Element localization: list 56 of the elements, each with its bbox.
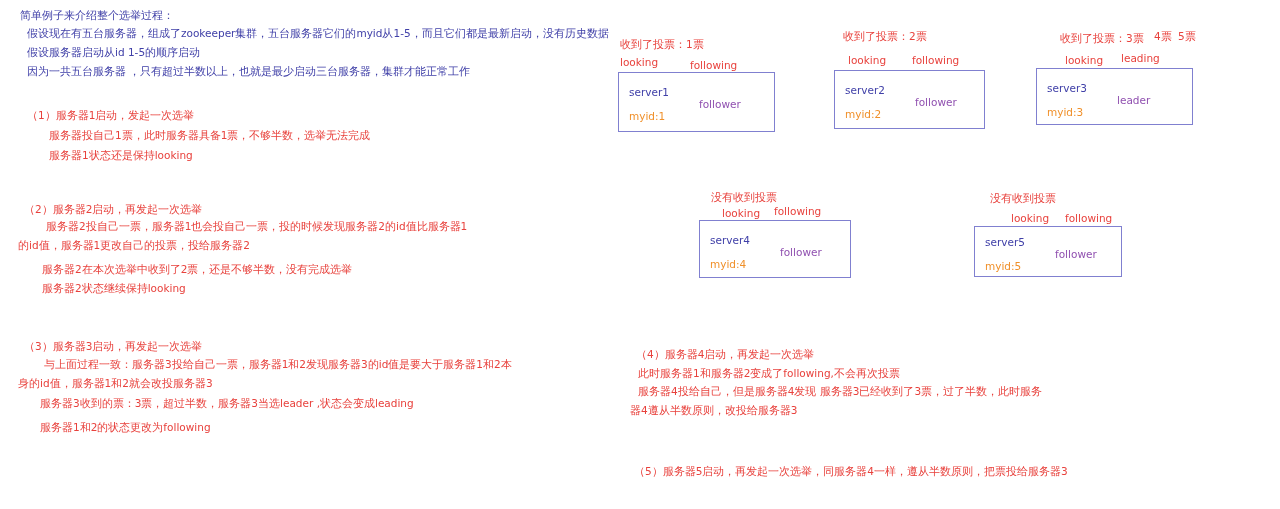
- role-label: follower: [915, 95, 957, 109]
- vote-note: 4票: [1154, 29, 1172, 43]
- vote-note: 没有收到投票: [711, 190, 777, 204]
- myid-label: myid:1: [629, 109, 666, 123]
- server-name: server1: [629, 85, 669, 99]
- role-label: follower: [780, 245, 822, 259]
- state-label: looking: [620, 55, 659, 69]
- state-label: following: [690, 58, 738, 72]
- state-label: looking: [848, 53, 887, 67]
- step-heading: （2）服务器2启动，再发起一次选举: [24, 202, 203, 216]
- vote-note: 收到了投票：1票: [620, 37, 704, 51]
- server-name: server5: [985, 235, 1025, 249]
- note-text: 服务器3收到的票：3票，超过半数，服务器3当选leader ,状态会变成leading: [40, 396, 414, 410]
- note-text: 与上面过程一致：服务器3投给自己一票，服务器1和2发现服务器3的id值是要大于服务器1和2本身的id值，服务器1和2就会改投服务器3: [18, 357, 513, 391]
- vote-note: 没有收到投票: [990, 191, 1056, 205]
- server-box: [834, 70, 985, 129]
- vote-note: 5票: [1178, 29, 1196, 43]
- note-text: 服务器1和2的状态更改为following: [40, 420, 211, 434]
- note-text: 服务器1状态还是保持looking: [49, 148, 193, 162]
- step-heading: （1）服务器1启动，发起一次选举: [27, 108, 195, 122]
- title-text: 简单例子来介绍整个选举过程：: [20, 8, 174, 22]
- state-label: leading: [1121, 51, 1160, 65]
- role-label: follower: [699, 97, 741, 111]
- role-label: follower: [1055, 247, 1097, 261]
- server-box: [974, 226, 1122, 277]
- note-text: 此时服务器1和服务器2变成了following,不会再次投票: [638, 366, 900, 380]
- state-label: following: [1065, 211, 1113, 225]
- vote-note: 收到了投票：3票: [1060, 31, 1144, 45]
- note-text: 服务器2投自己一票，服务器1也会投自己一票，投的时候发现服务器2的id值比服务器1的id值，服务器1更改自己的投票，投给服务器2: [18, 219, 468, 253]
- server-box: [699, 220, 851, 278]
- note-text: 服务器投自己1票，此时服务器具备1票，不够半数，选举无法完成: [49, 128, 371, 142]
- note-text: 假设服务器启动从id 1-5的顺序启动: [27, 45, 201, 59]
- step-heading: （5）服务器5启动，再发起一次选举，同服务器4一样，遵从半数原则，把票投给服务器3: [634, 464, 1068, 478]
- note-text: 服务器2在本次选举中收到了2票，还是不够半数，没有完成选举: [42, 262, 353, 276]
- server-box: [1036, 68, 1193, 125]
- myid-label: myid:3: [1047, 105, 1084, 119]
- myid-label: myid:2: [845, 107, 882, 121]
- step-heading: （3）服务器3启动，再发起一次选举: [24, 339, 203, 353]
- server-name: server4: [710, 233, 750, 247]
- state-label: looking: [722, 206, 761, 220]
- step-heading: （4）服务器4启动，再发起一次选举: [636, 347, 815, 361]
- myid-label: myid:4: [710, 257, 747, 271]
- server-name: server2: [845, 83, 885, 97]
- state-label: looking: [1011, 211, 1050, 225]
- vote-note: 收到了投票：2票: [843, 29, 927, 43]
- note-text: 服务器2状态继续保持looking: [42, 281, 186, 295]
- state-label: following: [774, 204, 822, 218]
- state-label: following: [912, 53, 960, 67]
- role-label: leader: [1117, 93, 1151, 107]
- myid-label: myid:5: [985, 259, 1022, 273]
- note-text: 假设现在有五台服务器，组成了zookeeper集群，五台服务器它们的myid从1-5，而且它们都是最新启动，没有历史数据: [27, 26, 609, 40]
- note-text: 因为一共五台服务器 ，只有超过半数以上，也就是最少启动三台服务器，集群才能正常工作: [27, 64, 471, 78]
- note-text: 服务器4投给自己，但是服务器4发现 服务器3已经收到了3票，过了半数，此时服务器4遵从半数原则，改投给服务器3: [630, 384, 1044, 418]
- state-label: looking: [1065, 53, 1104, 67]
- server-name: server3: [1047, 81, 1087, 95]
- server-box: [618, 72, 775, 132]
